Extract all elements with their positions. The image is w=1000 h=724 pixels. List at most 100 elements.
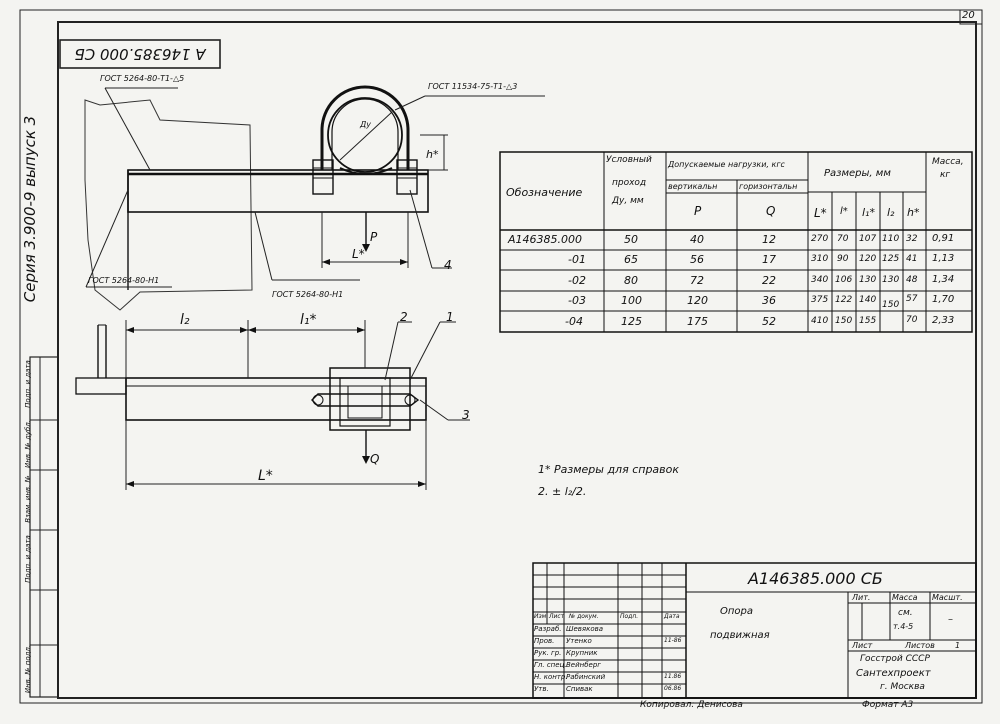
table-cell: 1,34 [932,274,955,285]
table-header-L: L* [814,206,827,220]
table-cell: 57 [906,294,918,304]
position-2-label: 2 [400,310,408,324]
nut-left [312,159,334,195]
dim-h-label: h* [426,148,439,161]
table-cell: 17 [762,253,776,266]
staff-name: Спивак [566,685,593,693]
side-stamp-3: Взам. инв. № [24,475,32,523]
title-block-org-2: Сантехпроект [856,668,931,679]
table-cell: 48 [906,275,918,285]
table-header-l: l* [840,206,848,217]
page-number-box [959,9,983,25]
table-cell: -02 [568,274,586,287]
load-Q-label: Q [370,452,380,466]
table-header-dn-2: проход [612,178,647,188]
staff-role: Утв. [534,685,549,693]
staff-role: Гл. спец. [534,661,567,669]
spec-table-grid [499,151,973,333]
title-block-mass-value: см. [898,608,913,618]
title-block-sheets-value: 1 [955,641,961,650]
table-cell: 32 [906,234,918,244]
role-col-change: Изм [534,613,547,620]
table-header-Q: Q [766,204,776,218]
inner-frame [57,21,977,699]
table-cell: 106 [835,275,853,285]
beam-plan-view [125,377,427,421]
title-block-mass: Масса [892,593,918,602]
title-block-name-1: Опора [720,606,754,617]
title-block-mass-note: т.4-5 [893,622,914,631]
table-header-horizontal: горизонтальн [739,182,798,191]
table-cell: 65 [624,253,638,266]
table-cell: 140 [859,295,877,305]
title-block-code: А146385.000 СБ [748,569,883,588]
side-stamp-5: Инв. № подл. [24,644,32,694]
table-cell: 150 [882,300,900,310]
staff-date: 11-86 [664,637,682,644]
nut-right [396,159,418,195]
role-col-sign: Подп. [620,613,639,620]
table-cell: 107 [859,234,877,244]
table-header-l1: l₁* [862,206,875,219]
table-cell: 270 [811,234,829,244]
role-col-date: Дата [664,613,680,620]
side-stamp-2: Инв. № дубл. [24,420,32,468]
table-cell: 36 [762,294,776,307]
table-header-l2: l₂ [887,206,895,219]
title-block-lit: Лит. [852,593,871,602]
dim-L-bottom-label: L* [258,468,273,484]
staff-name: Шевякова [566,625,604,633]
table-header-P: P [694,204,702,218]
table-header-mass-1: Масса, [932,157,964,167]
table-cell: 80 [624,274,638,287]
pipe-section [327,97,403,173]
staff-role: Пров. [534,637,555,645]
position-4-label: 4 [444,258,452,272]
table-cell: 72 [690,274,704,287]
table-cell: -03 [568,294,586,307]
title-block-grid [532,562,977,699]
title-block-org-1: Госстрой СССР [860,654,930,664]
table-cell: 310 [811,254,829,264]
title-block-name-2: подвижная [710,630,770,641]
format-label: Формат А3 [862,700,914,710]
table-cell: 40 [690,233,704,246]
title-block-sheets: Листов [905,641,935,650]
side-stamp-frame [29,356,59,698]
side-series-label: Серия 3.900-9 выпуск 3 [21,115,39,303]
dim-l2-label: l₂ [180,312,190,328]
table-cell: 125 [621,315,642,328]
table-header-mass-2: кг [940,170,951,180]
position-3-label: 3 [462,408,470,422]
staff-name: Вейнберг [566,661,601,669]
staff-role: Рук. гр. [534,649,562,657]
side-stamp-1: Подп. и дата [24,360,32,408]
mirror-code: А 146385.000 СБ [74,45,206,63]
table-cell: 122 [835,295,853,305]
table-cell: 41 [906,254,918,264]
table-cell: 70 [906,315,918,325]
table-cell: 130 [859,275,877,285]
table-cell: 1,13 [932,253,955,264]
table-cell: 2,33 [932,315,955,326]
staff-role: Н. контр. [534,673,568,681]
dim-dn-label: Ду [360,120,371,129]
table-header-h: h* [907,206,920,219]
u-bolt [320,85,410,170]
title-block-scale: Масшт. [932,593,963,602]
weld-callout-ubolt: ГОСТ 11534-75-Т1-△3 [428,82,518,91]
weld-callout-left: ГОСТ 5264-80-Н1 [88,276,160,285]
table-header-designation: Обозначение [506,186,583,199]
table-cell: 90 [837,254,849,264]
table-cell: 0,91 [932,233,955,244]
table-cell: -04 [565,315,583,328]
copied-by: Копировал: Денисова [640,700,743,710]
table-header-dn-3: Ду, мм [612,196,644,206]
table-cell: 120 [687,294,708,307]
table-cell: 340 [811,275,829,285]
title-block-sheet: Лист [852,641,873,650]
staff-name: Утенко [566,637,592,645]
outer-frame [19,9,983,704]
